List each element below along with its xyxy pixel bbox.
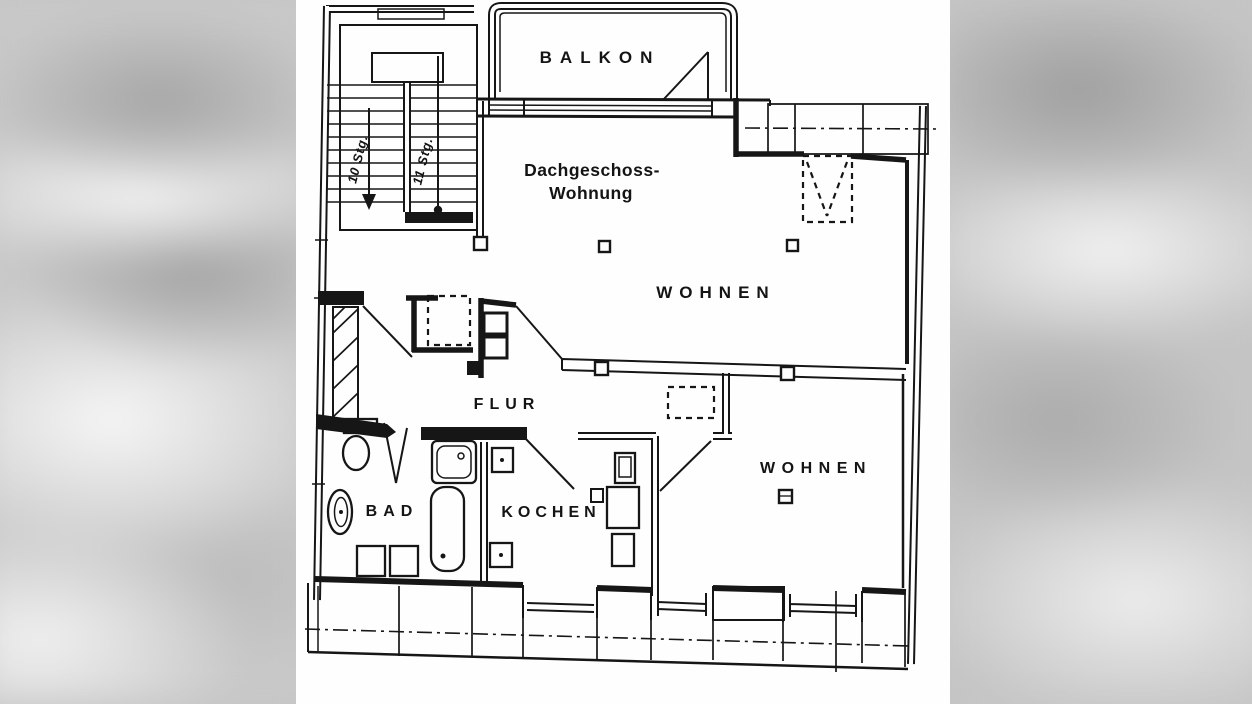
counter-unit-2 — [605, 485, 641, 530]
sink-basin — [436, 445, 472, 479]
chimney-dashed-box — [426, 294, 472, 347]
appliance-dot-2 — [499, 553, 503, 557]
blurred-background-left — [0, 0, 310, 704]
washbasin-outer — [326, 488, 354, 536]
sink-faucet — [457, 452, 465, 460]
toilet-bowl — [341, 434, 371, 472]
roof-centerline-top — [744, 127, 938, 130]
shaft-squares — [472, 235, 800, 505]
kochen-window — [522, 585, 598, 618]
counter-unit-3 — [610, 532, 636, 568]
door-swings — [362, 305, 712, 492]
label-balkon: BALKON — [540, 48, 661, 67]
kitchen-fixtures — [488, 446, 641, 569]
appliance-left-2 — [488, 541, 514, 569]
kochen-door-swing — [523, 436, 575, 490]
stair-direction-arrow — [362, 194, 376, 210]
washer-box-2 — [388, 544, 420, 578]
small-shaft-kochen — [590, 488, 604, 503]
stair-start-dot — [433, 205, 443, 215]
bottom-eaves-band — [304, 583, 910, 672]
balcony-inner-rail — [499, 12, 727, 92]
label-title-line1: Dachgeschoss- — [524, 160, 660, 180]
washbasin-drain — [339, 510, 343, 514]
skylight-vee — [805, 161, 849, 217]
stair-treads-right — [409, 84, 477, 203]
label-title-line2: Wohnung — [549, 183, 633, 203]
entry-door-swing — [362, 305, 413, 358]
stair-top-notch — [377, 8, 445, 20]
bath-fixtures — [326, 417, 478, 578]
balcony-and-windows — [476, 12, 771, 119]
label-bad: BAD — [366, 503, 419, 520]
counter-unit-1 — [613, 451, 637, 485]
eaves-band-top-right — [744, 103, 938, 155]
closet-dashed-box — [666, 385, 716, 420]
appliance-left-1 — [490, 446, 515, 474]
roof-centerline-bottom — [304, 628, 910, 647]
stair-treads-left — [327, 84, 405, 203]
toilet-tank — [342, 417, 379, 435]
label-flur: FLUR — [474, 396, 541, 413]
washbasin-inner — [333, 496, 349, 528]
counter-unit-1-inner — [618, 456, 632, 478]
room-labels: BALKON Dachgeschoss- Wohnung WOHNEN FLUR… — [344, 48, 872, 521]
dashed-features — [426, 154, 854, 420]
stair-landing — [371, 52, 444, 83]
dormer-window-2 — [782, 590, 863, 622]
washer-box-1 — [355, 544, 387, 578]
bathtub-drain — [440, 553, 446, 559]
bad-door-swing — [383, 422, 408, 484]
balcony-door-swing — [662, 51, 709, 101]
skylight-dashed-box — [801, 154, 854, 224]
bathtub — [429, 485, 466, 573]
blurred-background-right — [938, 0, 1252, 704]
label-kochen: KOCHEN — [501, 504, 600, 521]
label-wohnen-upper: WOHNEN — [656, 283, 775, 302]
wohnen-upper-door-swing — [515, 305, 563, 360]
label-wohnen-lower: WOHNEN — [760, 460, 872, 477]
wohnen-lower-door-swing — [659, 440, 712, 492]
sink-outer — [430, 439, 478, 485]
appliance-dot-1 — [500, 458, 504, 462]
wall-joints-left — [312, 239, 328, 485]
staircase — [327, 8, 478, 231]
